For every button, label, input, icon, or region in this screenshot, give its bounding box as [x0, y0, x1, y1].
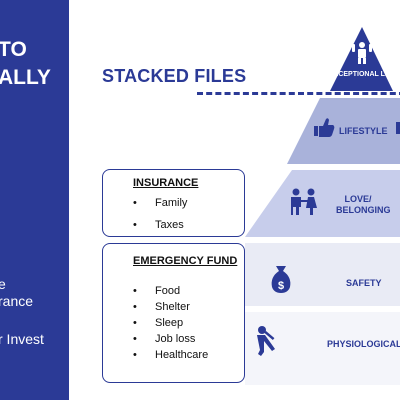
trophy-person-icon — [352, 42, 372, 64]
tier-label-love-belonging: LOVE/ BELONGING — [336, 194, 391, 215]
bullet-icon: • — [133, 285, 137, 297]
dashed-divider — [197, 92, 400, 95]
tier-safety — [245, 243, 400, 306]
list-item: • Healthcare — [133, 348, 208, 364]
tier-lifestyle — [287, 98, 400, 164]
tier-label-safety: SAFETY — [346, 278, 382, 288]
left-panel-title-line2: ALLY — [0, 66, 51, 89]
tier-label-exceptional-life: EXCEPTIONAL LIFE — [329, 71, 396, 78]
stretching-person-icon — [257, 326, 275, 356]
tier-physiological — [245, 312, 400, 385]
list-item-text: Taxes — [155, 219, 184, 231]
list-item: • Job loss — [133, 332, 208, 348]
list-item: • Family — [133, 196, 187, 218]
bullet-icon: • — [133, 349, 137, 361]
list-item-text: Job loss — [155, 333, 196, 345]
left-panel-item-2: rance — [0, 293, 34, 309]
insurance-box: INSURANCE • Family • Taxes — [102, 169, 245, 237]
insurance-list: • Family • Taxes — [133, 196, 187, 240]
emergency-fund-box: EMERGENCY FUND • Food • Shelter • Sleep • Jo… — [102, 243, 245, 383]
list-item: • Taxes — [133, 218, 187, 240]
left-panel-title-line1: TO — [0, 38, 27, 61]
money-bag-icon: $ — [271, 266, 291, 293]
bullet-icon: • — [133, 333, 137, 345]
thumbs-up-icon — [314, 118, 335, 137]
tier-label-lifestyle: LIFESTYLE — [339, 126, 388, 136]
left-panel-item-3: r Invest — [0, 331, 44, 347]
list-item: • Sleep — [133, 316, 208, 332]
left-panel: TO ALLY e rance r Invest — [0, 0, 69, 400]
bullet-icon: • — [133, 197, 137, 209]
list-item: • Food — [133, 284, 208, 300]
couple-icon — [291, 188, 317, 215]
emergency-fund-list: • Food • Shelter • Sleep • Job loss • Healthc… — [133, 284, 208, 364]
tier-label-physiological: PHYSIOLOGICAL — [327, 339, 400, 349]
list-item-text: Family — [155, 197, 188, 209]
stacked-files-title: STACKED FILES — [102, 66, 247, 86]
left-panel-item-1: e — [0, 276, 6, 292]
bullet-icon: • — [133, 219, 137, 231]
emergency-fund-heading: EMERGENCY FUND — [133, 255, 238, 267]
list-item-text: Food — [155, 285, 181, 297]
svg-text:$: $ — [278, 280, 284, 292]
partial-icon-right — [396, 122, 400, 134]
tier-love-belonging — [245, 170, 400, 237]
tier-exceptional-life — [330, 27, 393, 91]
bullet-icon: • — [133, 301, 137, 313]
bullet-icon: • — [133, 317, 137, 329]
list-item: • Shelter — [133, 300, 208, 316]
list-item-text: Healthcare — [155, 349, 209, 361]
insurance-heading: INSURANCE — [133, 177, 199, 189]
list-item-text: Shelter — [155, 301, 190, 313]
list-item-text: Sleep — [155, 317, 184, 329]
